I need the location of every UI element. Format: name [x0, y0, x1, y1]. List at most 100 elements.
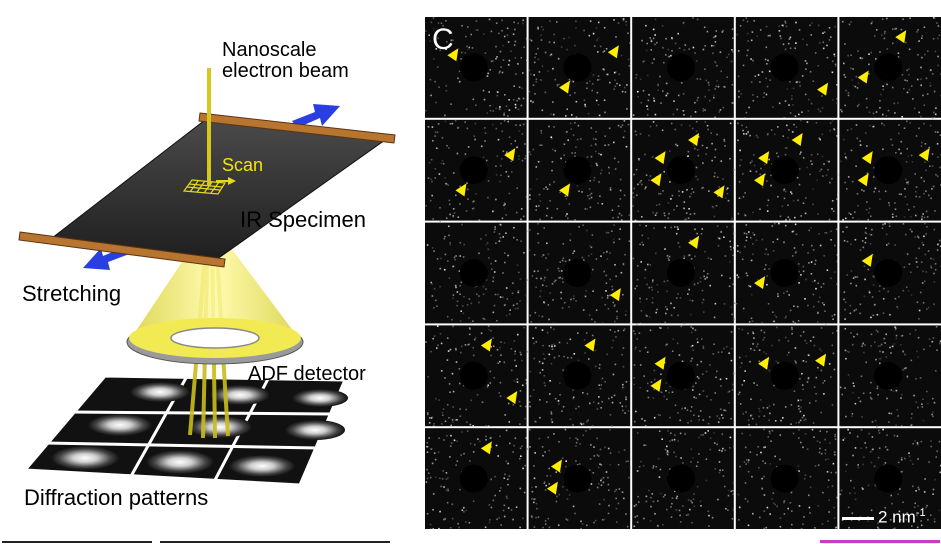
image-tile — [735, 17, 838, 119]
beam-stop-disc — [874, 53, 903, 82]
yellow-arrowhead-marker — [654, 356, 666, 370]
scale-bar-line — [842, 516, 874, 520]
image-tile — [839, 17, 941, 119]
panel-c-image-grid: C 2 nm-1 — [425, 17, 941, 529]
beam-stop-disc — [666, 53, 695, 82]
beam-stop-disc — [874, 259, 903, 287]
beam-stop-disc — [874, 361, 903, 390]
beam-stop-disc — [459, 156, 488, 185]
beam-label-line1: Nanoscale — [222, 39, 317, 61]
yellow-arrowhead-marker — [861, 151, 873, 165]
yellow-arrowhead-marker — [455, 183, 467, 197]
yellow-arrowhead-marker — [504, 148, 516, 162]
yellow-arrowhead-marker — [550, 459, 562, 473]
yellow-arrowhead-marker — [447, 48, 459, 62]
scale-bar-label: 2 nm — [878, 507, 916, 527]
beam-stop-disc — [563, 259, 592, 287]
image-tile — [632, 119, 735, 222]
beam-stop-disc — [770, 156, 799, 185]
panel-letter: C — [432, 23, 454, 56]
beam-stop-disc — [563, 53, 592, 82]
image-tile — [425, 428, 528, 529]
beam-stop-disc — [666, 464, 695, 493]
yellow-arrowhead-marker — [754, 276, 766, 290]
yellow-arrowhead-marker — [688, 235, 700, 249]
yellow-arrowhead-marker — [559, 80, 571, 94]
image-tile — [425, 17, 528, 118]
beam-stop-disc — [666, 361, 695, 390]
yellow-arrowhead-marker — [713, 185, 725, 199]
stretching-label: Stretching — [22, 281, 122, 306]
scale-bar-exponent: -1 — [915, 507, 926, 519]
image-tile — [735, 119, 839, 222]
yellow-arrowhead-marker — [559, 183, 571, 197]
yellow-arrowhead-marker — [546, 481, 558, 495]
scale-bar: 2 nm-1 — [842, 507, 926, 528]
image-tile — [632, 325, 735, 427]
image-tile — [528, 428, 631, 529]
image-grid-svg — [425, 17, 941, 529]
beam-label: Nanoscale electron beam — [222, 40, 349, 82]
image-tile — [425, 325, 529, 428]
beam-stop-disc — [770, 53, 799, 82]
image-tile — [839, 222, 941, 324]
image-tile — [735, 325, 838, 427]
beam-stop-disc — [770, 259, 799, 287]
beam-stop-disc — [666, 156, 695, 185]
yellow-arrowhead-marker — [791, 132, 803, 146]
yellow-arrowhead-marker — [584, 338, 596, 352]
image-tile — [425, 222, 529, 325]
yellow-arrowhead-marker — [609, 288, 621, 302]
beam-stop-disc — [666, 259, 695, 287]
image-tile — [632, 222, 736, 325]
yellow-arrowhead-marker — [815, 353, 827, 367]
yellow-arrowhead-marker — [895, 30, 907, 44]
specimen-clamps — [18, 112, 396, 268]
beam-stop-disc — [459, 53, 488, 82]
adf-detector — [126, 220, 304, 365]
yellow-arrowhead-marker — [857, 70, 869, 84]
scan-label: Scan — [222, 155, 264, 175]
beam-stop-disc — [770, 464, 799, 493]
beam-stop-disc — [874, 464, 903, 493]
diffraction-pattern-grid — [21, 374, 348, 487]
specimen-label: IR Specimen — [240, 207, 366, 232]
yellow-arrowhead-marker — [857, 173, 869, 187]
image-tile — [839, 119, 941, 222]
yellow-arrowhead-marker — [480, 441, 492, 455]
beam-stop-disc — [459, 361, 488, 390]
image-tile — [735, 428, 839, 529]
scan-arrow — [216, 177, 236, 185]
beam-stop-disc — [563, 156, 592, 185]
beam-stop-disc — [770, 361, 799, 390]
yellow-arrowhead-marker — [506, 390, 518, 404]
image-tile — [528, 222, 631, 324]
yellow-arrowhead-marker — [758, 356, 770, 370]
yellow-arrowhead-marker — [754, 173, 766, 187]
yellow-arrowhead-marker — [758, 151, 770, 165]
beam-label-line2: electron beam — [222, 60, 349, 82]
image-tile — [839, 428, 941, 529]
detector-label: ADF detector — [248, 363, 366, 385]
ir-specimen-sheet — [50, 119, 387, 263]
diffraction-label: Diffraction patterns — [24, 485, 209, 510]
yellow-arrowhead-marker — [650, 378, 662, 392]
yellow-arrowhead-marker — [918, 148, 930, 162]
image-tile — [632, 17, 734, 119]
cropped-edge-strip — [2, 540, 940, 543]
image-tile — [735, 222, 839, 325]
image-tile — [528, 17, 631, 118]
beam-stop-disc — [563, 361, 592, 390]
yellow-arrowhead-marker — [607, 45, 619, 59]
beam-stop-disc — [874, 156, 903, 185]
yellow-arrowhead-marker — [650, 173, 662, 187]
yellow-arrowhead-marker — [817, 82, 829, 96]
beam-stop-disc — [563, 464, 592, 493]
image-tile — [528, 325, 631, 427]
yellow-arrowhead-marker — [861, 253, 873, 267]
image-tile — [632, 428, 735, 529]
image-tile — [425, 119, 528, 222]
scan-grid — [182, 179, 227, 195]
beam-stop-disc — [459, 259, 488, 287]
image-tile — [528, 119, 631, 221]
